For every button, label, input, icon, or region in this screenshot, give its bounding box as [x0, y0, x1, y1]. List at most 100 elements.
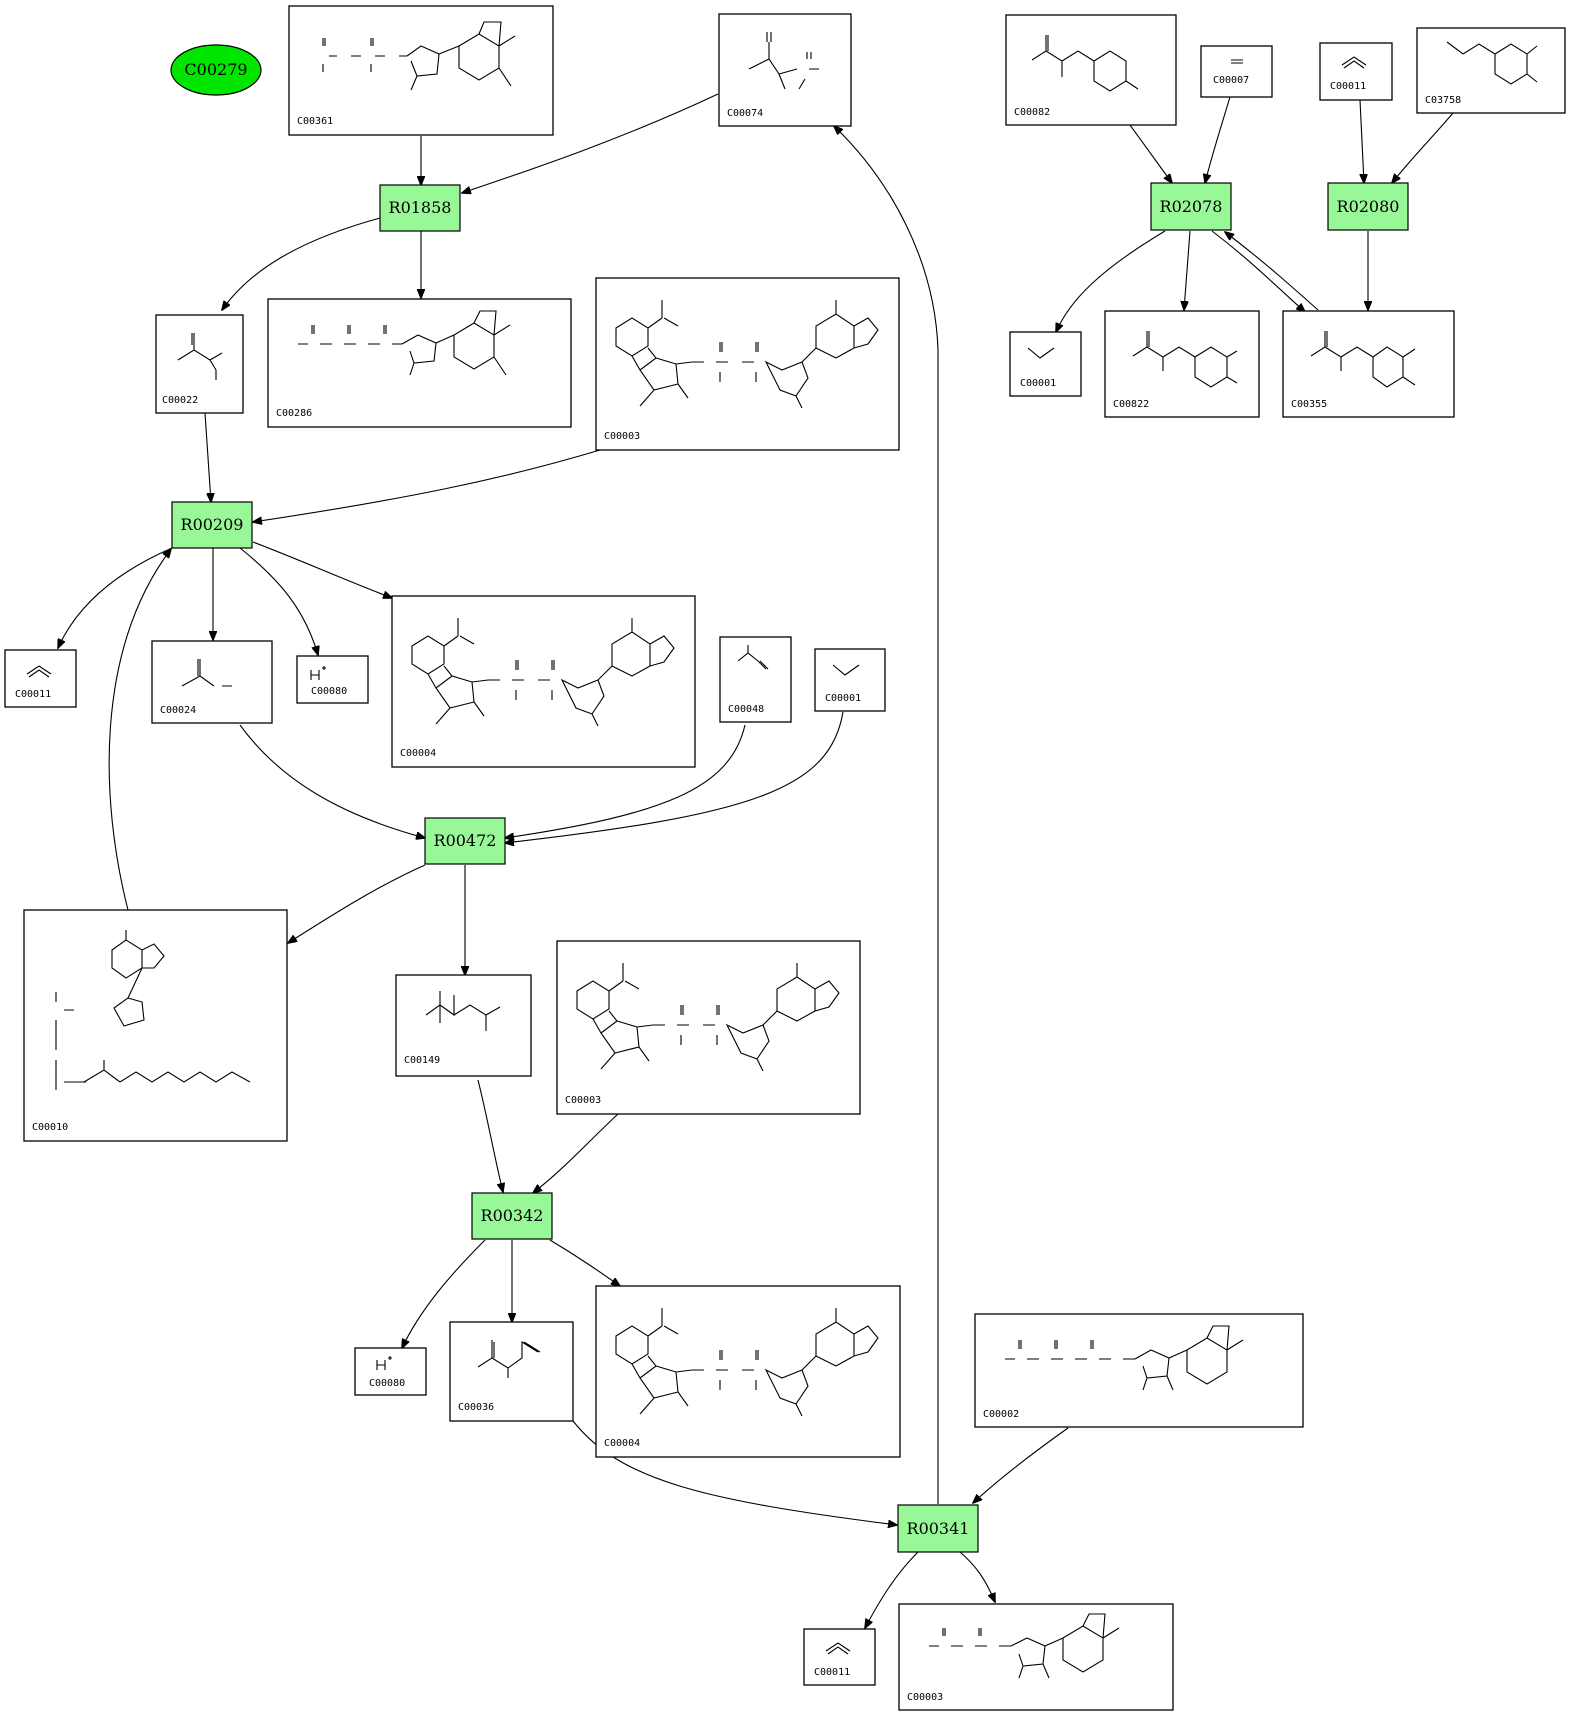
compound-box	[719, 636, 792, 723]
reaction-box	[897, 1504, 979, 1553]
compound-node-c00361[interactable]: C00361	[288, 5, 554, 136]
structure-drawing	[748, 32, 819, 90]
structure-drawing	[477, 1340, 541, 1378]
edge-r00209-to-c00080	[239, 547, 318, 655]
reaction-node-r02078[interactable]: R02078	[1150, 182, 1232, 231]
compound-node-c00004-2[interactable]: C00004	[595, 1285, 901, 1458]
compound-label: C00007	[1213, 75, 1249, 86]
compound-node-c00003-3[interactable]: C00003	[898, 1603, 1174, 1711]
compound-node-c00001-2[interactable]: C00001	[1009, 331, 1082, 397]
edge-c00007-to-r02078	[1205, 96, 1231, 183]
compound-box	[595, 277, 900, 451]
edge-r00341-to-c00011c	[865, 1551, 919, 1628]
compound-node-c00074[interactable]: C00074	[718, 13, 852, 127]
structure-drawing	[1027, 347, 1055, 359]
compound-node-c00036[interactable]: C00036	[449, 1321, 574, 1422]
compound-box	[556, 940, 861, 1115]
compound-node-c00011-1[interactable]: C00011	[4, 649, 77, 708]
compound-box	[1416, 27, 1566, 114]
structure-drawing	[425, 991, 501, 1031]
compound-box	[155, 314, 244, 414]
edge-r00341-to-c00074	[834, 126, 939, 1504]
structure-drawing	[832, 664, 860, 676]
compound-label: C00822	[1113, 399, 1149, 410]
compound-box	[1009, 331, 1082, 397]
compound-node-c00024[interactable]: C00024	[151, 640, 273, 724]
compound-box	[1282, 310, 1455, 418]
compound-node-c00080-2[interactable]: C00080	[354, 1347, 427, 1396]
compound-node-c00007[interactable]: C00007	[1200, 45, 1273, 98]
reaction-label: R00342	[481, 1206, 544, 1225]
structure-drawing	[825, 1642, 851, 1655]
structure-drawing	[310, 666, 326, 680]
compound-node-c03758[interactable]: C03758	[1416, 27, 1566, 114]
compound-label: C00002	[983, 1409, 1019, 1420]
compound-node-c00003[interactable]: C00003	[595, 277, 900, 451]
edge-r01858-to-c00022	[222, 217, 381, 310]
structure-drawing	[615, 1308, 879, 1417]
reaction-node-r00209[interactable]: R00209	[171, 501, 253, 549]
edge-c03758-to-r02080	[1392, 112, 1454, 183]
compound-box	[288, 5, 554, 136]
compound-box	[151, 640, 273, 724]
compound-node-c00048[interactable]: C00048	[719, 636, 792, 723]
reaction-box	[171, 501, 253, 549]
structure-drawing	[576, 963, 840, 1072]
compound-node-c00011-3[interactable]: C00011	[803, 1628, 876, 1686]
compound-box	[898, 1603, 1174, 1711]
reaction-label: R02080	[1337, 197, 1400, 216]
compound-node-c00080-1[interactable]: C00080	[296, 655, 369, 704]
edge-r02078-to-c00822	[1184, 230, 1191, 310]
compound-node-c00002[interactable]: C00002	[974, 1313, 1304, 1428]
compound-node-c00010[interactable]: C00010	[23, 909, 288, 1142]
compound-label: C00003	[604, 431, 640, 442]
compound-box	[354, 1347, 427, 1396]
edge-r02078-to-c00001b	[1056, 230, 1166, 332]
compound-label: C00024	[160, 705, 196, 716]
structure-drawing	[181, 659, 232, 687]
compound-node-c00003-2[interactable]: C00003	[556, 940, 861, 1115]
reaction-node-r00342[interactable]: R00342	[471, 1192, 553, 1240]
structure-drawing	[1231, 59, 1243, 64]
reaction-nodes: R01858 R00209 R00472 R00342 R00341 R0207…	[171, 182, 1409, 1553]
compound-node-c00149[interactable]: C00149	[395, 974, 532, 1077]
compound-label: C00010	[32, 1122, 68, 1133]
edge-c00355-to-r02078	[1225, 232, 1319, 311]
compound-node-c00004[interactable]: C00004	[391, 595, 696, 768]
compound-box	[4, 649, 77, 708]
edge-c00011b-to-r02080	[1359, 99, 1364, 183]
reaction-node-r02080[interactable]: R02080	[1327, 182, 1409, 231]
edge-c00024-to-r00472	[239, 724, 425, 838]
compound-node-c00355[interactable]: C00355	[1282, 310, 1455, 418]
reaction-node-r01858[interactable]: R01858	[379, 184, 461, 232]
structure-drawing	[177, 333, 223, 380]
reaction-label: R00341	[907, 1519, 970, 1538]
structure-drawing	[26, 665, 52, 678]
compound-node-c00001-1[interactable]: C00001	[814, 648, 886, 712]
compound-node-c00022[interactable]: C00022	[155, 314, 244, 414]
reaction-box	[471, 1192, 553, 1240]
compound-box	[803, 1628, 876, 1686]
compound-label: C00003	[907, 1692, 943, 1703]
compound-label: C00003	[565, 1095, 601, 1106]
reaction-node-r00472[interactable]: R00472	[424, 817, 506, 865]
edge-r00472-to-c00010	[288, 864, 426, 943]
compound-node-c00011-2[interactable]: C00011	[1319, 42, 1393, 101]
highlight-node[interactable]: C00279	[170, 44, 262, 96]
compound-box	[814, 648, 886, 712]
compound-node-c00082[interactable]: C00082	[1005, 14, 1177, 126]
reaction-node-r00341[interactable]: R00341	[897, 1504, 979, 1553]
compound-box	[974, 1313, 1304, 1428]
compound-node-c00286[interactable]: C00286	[267, 298, 572, 428]
compound-label: C00080	[369, 1378, 405, 1389]
reaction-label: R00209	[181, 515, 244, 534]
reaction-label: R00472	[434, 831, 497, 850]
edge-c00036-to-r00341	[572, 1420, 897, 1525]
compound-label: C00080	[311, 686, 347, 697]
compound-nodes: C00361 C00074 C00022 C0028	[4, 5, 1566, 1711]
structure-drawing	[1446, 41, 1538, 85]
compound-label: C00011	[814, 1667, 850, 1678]
compound-node-c00822[interactable]: C00822	[1104, 310, 1260, 418]
structure-drawing	[411, 618, 675, 727]
